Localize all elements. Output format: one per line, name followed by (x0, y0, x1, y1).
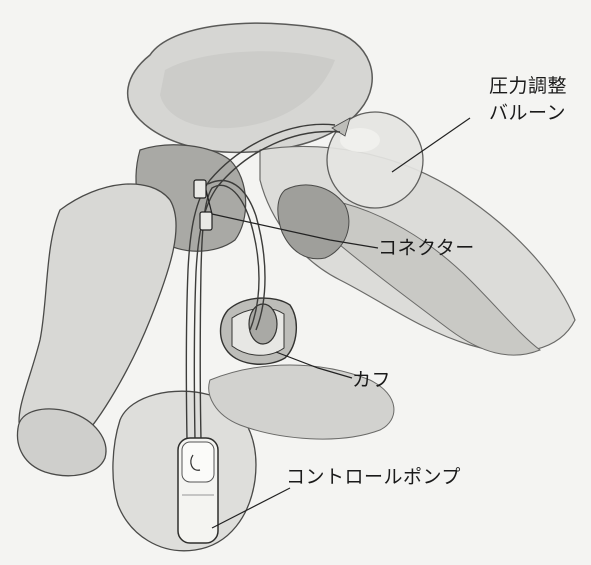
label-control-pump: コントロールポンプ (286, 465, 461, 489)
label-cuff: カフ (352, 368, 391, 392)
cuff-device (221, 298, 297, 364)
label-pressure-balloon-line2: バルーン (489, 101, 566, 125)
label-connector: コネクター (378, 236, 475, 260)
control-pump (178, 438, 218, 543)
label-pressure-balloon-line1: 圧力調整 (489, 74, 567, 98)
